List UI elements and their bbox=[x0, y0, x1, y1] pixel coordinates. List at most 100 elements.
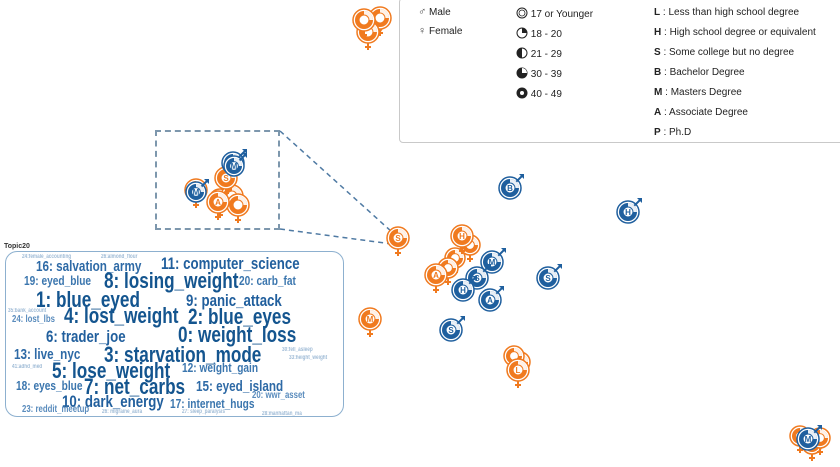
legend-edu-label: Less than high school degree bbox=[668, 7, 800, 18]
cloud-word: 11: computer_science bbox=[161, 254, 300, 273]
education-letter: M bbox=[489, 258, 496, 267]
male-person-glyph: A bbox=[478, 286, 504, 312]
female-person-glyph: S bbox=[386, 226, 410, 256]
education-letter: A bbox=[433, 271, 439, 280]
legend-edu-H: H : High school degree or equivalent bbox=[654, 27, 816, 38]
male-person-glyph: H bbox=[616, 198, 642, 224]
age-21-icon bbox=[516, 47, 528, 59]
cloud-title: Topic20 bbox=[4, 243, 30, 250]
cloud-word: 20: wwr_asset bbox=[252, 390, 305, 401]
age-30-icon bbox=[516, 67, 528, 79]
education-letter: H bbox=[459, 232, 465, 241]
legend-edu-S: S : Some college but no degree bbox=[654, 47, 795, 58]
topic-word-cloud: 24:female_accounting 26:almond_flour 16:… bbox=[5, 251, 344, 417]
female-person-glyph bbox=[352, 8, 376, 38]
cloud-word: 15: eyed_island bbox=[196, 378, 284, 395]
legend-age-label: 17 or Younger bbox=[530, 9, 594, 20]
male-person-glyph: M bbox=[223, 153, 247, 177]
legend-age-label: 18 - 20 bbox=[530, 29, 562, 40]
cloud-word: 2: blue_eyes bbox=[188, 304, 292, 329]
education-letter: H bbox=[625, 208, 631, 217]
education-letter: M bbox=[805, 435, 812, 444]
cloud-word: 27: sleep_paralysis bbox=[182, 409, 225, 415]
legend-age-label: 21 - 29 bbox=[530, 49, 562, 60]
female-person-glyph: L bbox=[506, 358, 530, 388]
legend-age-2: 21 - 29 bbox=[516, 47, 562, 60]
cloud-word: 3: starvation_mode bbox=[104, 342, 262, 367]
legend-female-label: Female bbox=[429, 26, 463, 37]
education-letter: M bbox=[231, 162, 238, 171]
inset-connector-line bbox=[279, 228, 393, 245]
female-person-glyph: M bbox=[358, 307, 382, 337]
legend-male-label: Male bbox=[429, 7, 451, 18]
cloud-word: 4: lost_weight bbox=[64, 303, 179, 328]
cloud-word: 13: live_nyc bbox=[14, 346, 81, 363]
education-letter: M bbox=[367, 315, 374, 324]
cloud-word: 30:fell_asleep bbox=[282, 347, 313, 353]
legend-edu-label: Some college but no degree bbox=[669, 47, 795, 58]
legend-edu-label: Ph.D bbox=[669, 127, 692, 138]
education-letter: S bbox=[448, 326, 454, 335]
cloud-word: 8: losing_weight bbox=[104, 268, 239, 293]
legend-edu-label: Bachelor Degree bbox=[669, 67, 745, 78]
education-letter: S bbox=[395, 234, 401, 243]
education-letter: B bbox=[507, 184, 513, 193]
male-person-glyph: M bbox=[796, 425, 822, 451]
legend-male: ♂ Male bbox=[418, 6, 451, 18]
cloud-word: 17: internet_hugs bbox=[170, 396, 255, 411]
cloud-word: 20: carb_fat bbox=[239, 273, 296, 288]
cloud-word: 35:bank_account bbox=[8, 308, 47, 314]
cloud-word: 41:adhd_med bbox=[12, 364, 43, 370]
age-18-icon bbox=[516, 27, 528, 39]
female-icon: ♀ bbox=[418, 25, 427, 37]
cloud-word: 12: weight_gain bbox=[182, 360, 259, 375]
education-letter: S bbox=[223, 174, 229, 183]
education-letter: L bbox=[516, 366, 521, 375]
cloud-word: 24:female_accounting bbox=[22, 254, 72, 260]
education-letter: H bbox=[460, 286, 466, 295]
legend-age-label: 40 - 49 bbox=[530, 89, 562, 100]
legend-panel: ♂ Male ♀ Female 17 or Younger 18 - 20 21… bbox=[399, 0, 840, 143]
cloud-word: 9: panic_attack bbox=[186, 291, 282, 310]
cloud-word: 26: migraine_aura bbox=[102, 409, 143, 415]
male-person-glyph: M bbox=[185, 179, 209, 203]
age-40-icon bbox=[516, 87, 528, 99]
legend-female: ♀ Female bbox=[418, 25, 462, 37]
education-letter: S bbox=[474, 274, 480, 283]
cloud-word: 18: eyes_blue bbox=[16, 378, 83, 393]
male-person-glyph: B bbox=[498, 174, 524, 200]
legend-age-label: 30 - 39 bbox=[530, 69, 562, 80]
legend-age-1: 18 - 20 bbox=[516, 27, 562, 40]
male-icon: ♂ bbox=[418, 6, 427, 18]
female-person-glyph: A bbox=[424, 263, 448, 293]
education-letter: A bbox=[215, 198, 221, 207]
cloud-word: 19: eyed_blue bbox=[24, 273, 92, 288]
inset-connector-line bbox=[279, 130, 393, 233]
education-letter: M bbox=[193, 188, 200, 197]
legend-edu-A: A : Associate Degree bbox=[654, 107, 748, 118]
cloud-word: 26:almond_flour bbox=[101, 254, 138, 260]
female-person-glyph bbox=[437, 257, 459, 285]
cloud-word: 7: net_carbs bbox=[84, 374, 186, 399]
male-person-glyph: H bbox=[451, 276, 477, 302]
cloud-word: 24: lost_lbs bbox=[12, 314, 55, 325]
education-letter: A bbox=[487, 296, 493, 305]
cloud-word: 33:height_weight bbox=[289, 355, 328, 361]
legend-edu-label: High school degree or equivalent bbox=[669, 27, 816, 38]
cloud-word: 0: weight_loss bbox=[178, 322, 297, 347]
legend-age-4: 40 - 49 bbox=[516, 87, 562, 100]
age-17-icon bbox=[516, 7, 528, 19]
male-person-glyph: S bbox=[439, 316, 465, 342]
female-person-glyph: H bbox=[450, 224, 474, 254]
legend-edu-label: Associate Degree bbox=[669, 107, 748, 118]
male-person-glyph: S bbox=[536, 264, 562, 290]
cloud-word: 10: dark_energy bbox=[62, 392, 164, 411]
cloud-word: 16: salvation_army bbox=[36, 258, 142, 275]
legend-edu-B: B : Bachelor Degree bbox=[654, 67, 745, 78]
legend-age-0: 17 or Younger bbox=[516, 7, 593, 20]
education-letter: S bbox=[545, 274, 551, 283]
cloud-word: 6: trader_joe bbox=[46, 327, 126, 346]
zoom-inset-box bbox=[155, 130, 280, 230]
female-person-glyph: A bbox=[206, 190, 230, 220]
